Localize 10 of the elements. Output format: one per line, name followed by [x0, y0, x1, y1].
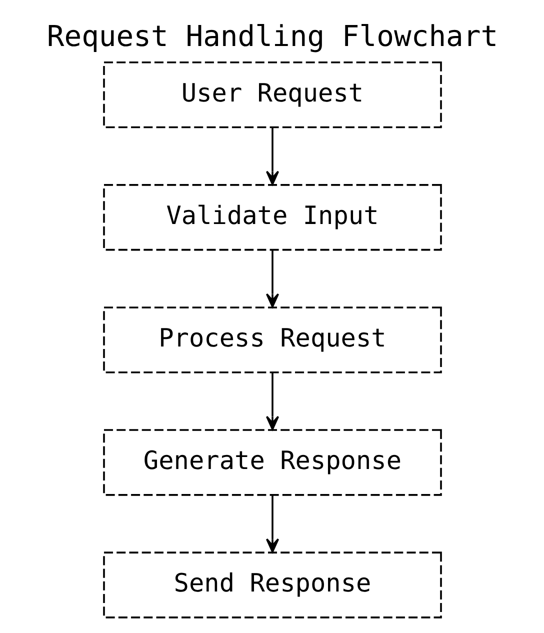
arrow [265, 250, 279, 308]
node-box: Generate Response [102, 429, 442, 496]
diagram-title: Request Handling Flowchart [46, 18, 498, 53]
arrow [265, 496, 279, 553]
node-box: User Request [102, 62, 442, 128]
node-box: Process Request [102, 306, 442, 374]
node-box: Send Response [102, 552, 442, 618]
arrow [265, 372, 279, 430]
arrow [265, 128, 279, 186]
node-box: Validate Input [102, 184, 442, 251]
